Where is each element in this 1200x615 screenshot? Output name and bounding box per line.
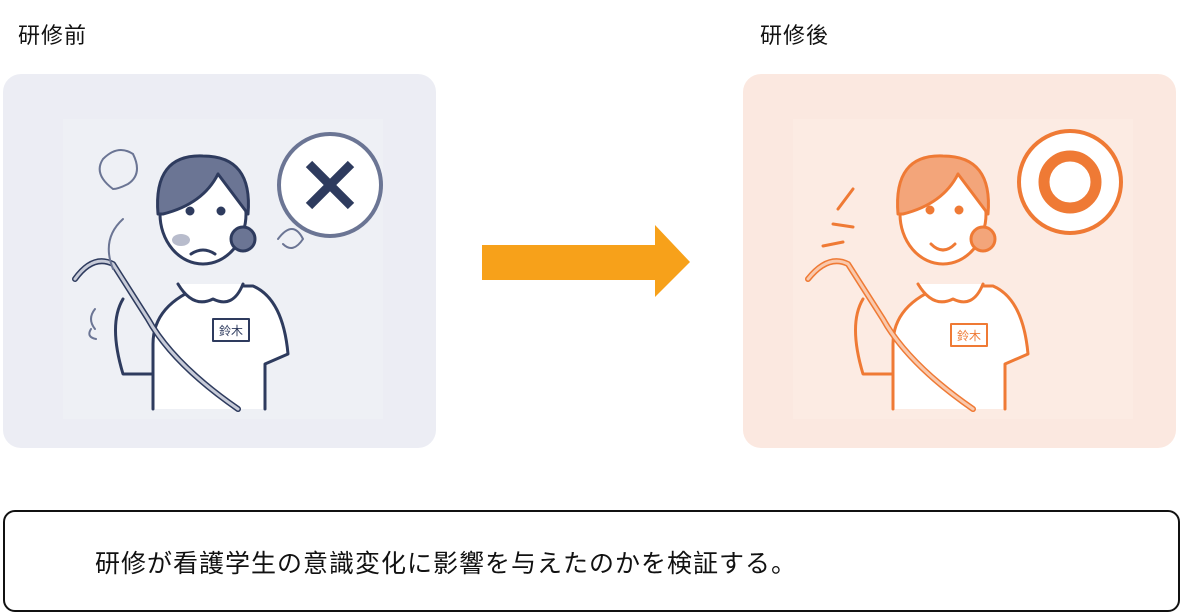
after-title: 研修後 — [760, 24, 830, 49]
name-tag: 鈴木 — [957, 328, 981, 343]
caption-box: 研修が看護学生の意識変化に影響を与えたのかを検証する。 — [3, 510, 1180, 612]
double-circle-icon — [1017, 129, 1123, 235]
before-title: 研修前 — [18, 24, 88, 49]
cross-mark-icon — [277, 132, 383, 238]
after-illustration-card: 鈴木 — [743, 74, 1176, 448]
confident-nurse-illustration: 鈴木 — [793, 119, 1133, 419]
confused-nurse-illustration: 鈴木 — [63, 119, 383, 419]
before-illustration-card: 鈴木 — [3, 74, 436, 448]
right-arrow-icon — [482, 225, 690, 297]
name-tag: 鈴木 — [219, 323, 243, 338]
caption-text: 研修が看護学生の意識変化に影響を与えたのかを検証する。 — [95, 549, 798, 578]
